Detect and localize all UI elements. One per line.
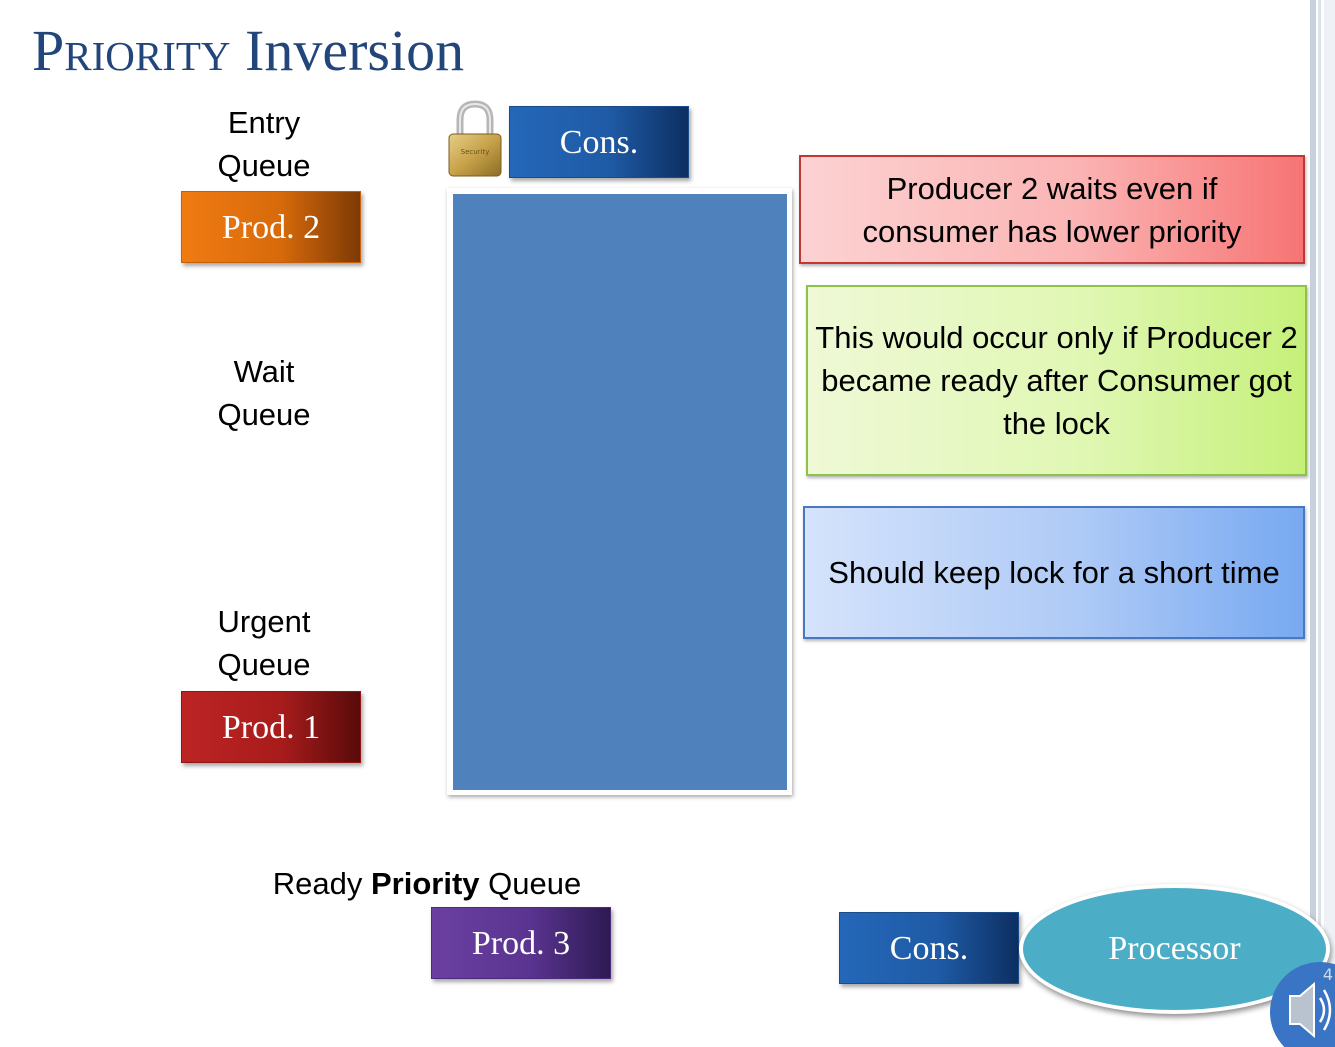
slide-number: 4 xyxy=(1323,965,1333,984)
entry-queue-label: Entry Queue xyxy=(164,101,364,187)
title-smallcaps: Priority xyxy=(32,18,231,83)
callout-occurrence-text: This would occur only if Producer 2 beca… xyxy=(815,320,1298,441)
callout-priority-wait-text: Producer 2 waits even if consumer has lo… xyxy=(862,170,1242,249)
speaker-icon[interactable]: 4 xyxy=(1268,960,1335,1047)
callout-priority-wait: Producer 2 waits even if consumer has lo… xyxy=(799,155,1305,264)
callout-short-lock-text: Should keep lock for a short time xyxy=(828,555,1280,590)
ready-queue-process: Prod. 3 xyxy=(431,907,611,979)
padlock-text: Security xyxy=(461,148,490,156)
slide-border-bar xyxy=(1324,0,1335,1047)
wait-queue-label-line1: Wait xyxy=(233,354,295,389)
ready-queue-label-post: Queue xyxy=(479,866,582,901)
urgent-queue-label-line1: Urgent xyxy=(217,604,311,639)
wait-queue-label-line2: Queue xyxy=(217,397,311,432)
title-rest: Inversion xyxy=(245,18,465,83)
ready-queue-label: Ready Priority Queue xyxy=(232,862,622,905)
entry-queue-process: Prod. 2 xyxy=(181,191,361,263)
callout-occurrence: This would occur only if Producer 2 beca… xyxy=(806,285,1307,476)
slide-border-bar xyxy=(1318,0,1321,1047)
wait-queue-label: Wait Queue xyxy=(164,350,364,436)
monitor-interior xyxy=(453,194,787,790)
urgent-queue-process: Prod. 1 xyxy=(181,691,361,763)
slide-title: Priority Inversion xyxy=(32,18,464,84)
padlock-icon: Security xyxy=(448,100,502,177)
entry-queue-label-line2: Queue xyxy=(217,148,311,183)
urgent-queue-label: Urgent Queue xyxy=(164,600,364,686)
callout-short-lock: Should keep lock for a short time xyxy=(803,506,1305,639)
processor-running-process: Cons. xyxy=(839,912,1019,984)
urgent-queue-label-line2: Queue xyxy=(217,647,311,682)
monitor-owner: Cons. xyxy=(509,106,689,178)
ready-queue-label-bold: Priority xyxy=(371,866,480,901)
slide-border-bar xyxy=(1310,0,1316,1047)
ready-queue-label-pre: Ready xyxy=(272,866,371,901)
entry-queue-label-line1: Entry xyxy=(227,105,301,140)
